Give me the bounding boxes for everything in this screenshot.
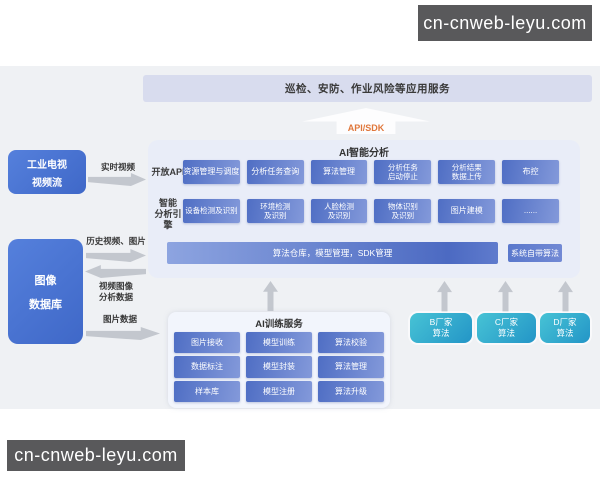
engine-box-object-recognition: 物体识别 及识别 [374, 199, 432, 223]
application-services-banner: 巡检、安防、作业风险等应用服务 [143, 75, 592, 102]
ai-analysis-title: AI智能分析 [339, 148, 389, 159]
training-box-model-register: 模型注册 [246, 380, 312, 402]
api-box-algorithm-mgmt: 算法管理 [310, 160, 368, 184]
engine-box-image-modeling: 图片建模 [438, 199, 496, 223]
api-box-task-query: 分析任务查询 [246, 160, 304, 184]
history-video-image-label: 历史视频、图片 [86, 236, 146, 246]
system-builtin-algorithm-box: 系统自带算法 [508, 244, 562, 262]
training-box-sample-library: 样本库 [174, 380, 240, 402]
ai-analysis-panel: AI智能分析 开放API 资源管理与调度 分析任务查询 算法管理 分析任务 启动… [148, 140, 580, 278]
api-box-task-start-stop: 分析任务 启动停止 [374, 160, 432, 184]
vendor-b-algorithm-box: B厂家 算法 [410, 313, 472, 343]
engine-box-environment-detect: 环境检测 及识别 [246, 199, 304, 223]
image-data-label: 图片数据 [102, 314, 137, 324]
watermark-bottom: cn-cnweb-leyu.com [7, 440, 185, 471]
industrial-tv-video-stream-box: 工业电视 视频流 [8, 150, 86, 194]
training-box-algorithm-upgrade: 算法升级 [318, 380, 384, 402]
training-box-algorithm-mgmt: 算法管理 [318, 356, 384, 378]
open-api-row-label: 开放API [151, 167, 185, 177]
training-box-data-annotation: 数据标注 [174, 356, 240, 378]
watermark-top: cn-cnweb-leyu.com [418, 5, 592, 41]
image-database-box: 图像 数据库 [8, 239, 83, 344]
ai-training-panel: AI训练服务 图片接收 模型训练 算法校验 数据标注 模型封装 算法管理 样本库… [168, 312, 390, 408]
video-stream-line2: 视频流 [32, 177, 62, 189]
analysis-engine-row-label: 智能 分析引擎 [154, 198, 182, 230]
vendor-d-algorithm-box: D厂家 算法 [540, 313, 590, 343]
engine-box-face-detect: 人脸检测 及识别 [310, 199, 368, 223]
vendor-c-algorithm-box: C厂家 算法 [477, 313, 536, 343]
video-image-analysis-data-label: 视频图像 分析数据 [98, 281, 133, 303]
training-box-algorithm-verify: 算法校验 [318, 332, 384, 354]
training-box-image-receive: 图片接收 [174, 332, 240, 354]
api-box-result-upload: 分析结果 数据上传 [438, 160, 496, 184]
video-stream-line1: 工业电视 [27, 159, 67, 171]
open-api-box-row: 资源管理与调度 分析任务查询 算法管理 分析任务 启动停止 分析结果 数据上传 … [183, 160, 559, 184]
engine-box-ellipsis: ...... [502, 199, 559, 223]
realtime-video-label: 实时视频 [100, 162, 135, 172]
algorithm-repo-bar: 算法仓库，模型管理，SDK管理 [167, 242, 498, 264]
api-sdk-label: API/SDK [347, 123, 385, 133]
api-box-deployment: 布控 [502, 160, 559, 184]
ai-training-title: AI训练服务 [255, 319, 303, 330]
training-box-model-packaging: 模型封装 [246, 356, 312, 378]
training-box-model-training: 模型训练 [246, 332, 312, 354]
image-db-line2: 数据库 [29, 298, 62, 311]
image-db-line1: 图像 [34, 274, 57, 287]
engine-box-device-detect: 设备检测及识别 [183, 199, 240, 223]
analysis-engine-box-row: 设备检测及识别 环境检测 及识别 人脸检测 及识别 物体识别 及识别 图片建模 … [183, 199, 559, 223]
training-grid: 图片接收 模型训练 算法校验 数据标注 模型封装 算法管理 样本库 模型注册 算… [174, 332, 384, 402]
api-box-resource-mgmt: 资源管理与调度 [183, 160, 240, 184]
